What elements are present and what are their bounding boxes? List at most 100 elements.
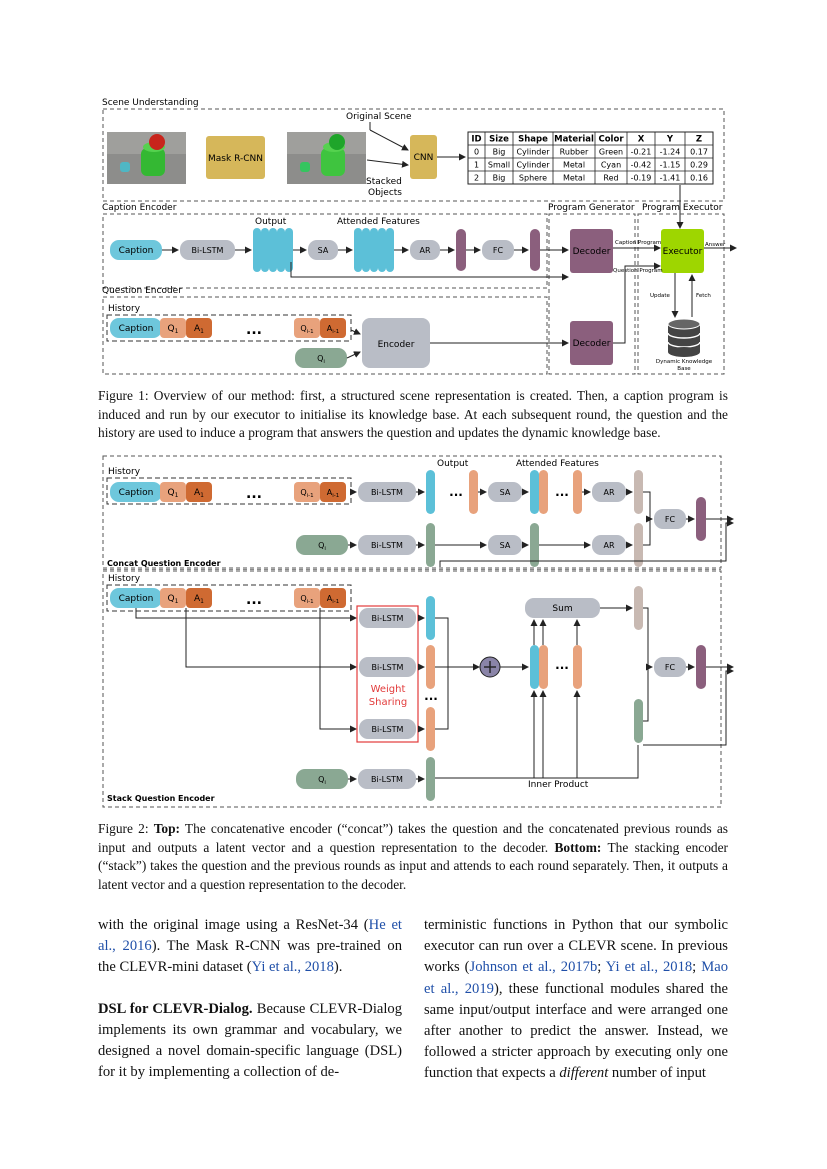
stack-title: Stack Question Encoder — [107, 794, 215, 803]
stack-attended-caption — [530, 645, 539, 689]
qi-1-label: Qi-1 — [300, 324, 313, 335]
cnn-label: CNN — [414, 153, 434, 163]
concat-ai-1-label: Ai-1 — [327, 488, 340, 499]
scene-table-cell: -0.21 — [631, 148, 652, 157]
section-question-encoder: Question Encoder — [102, 286, 182, 296]
citation-he-2016[interactable]: He et al., 2016 — [98, 917, 402, 955]
update-label: Update — [650, 293, 671, 299]
stack-output-round-1 — [426, 645, 435, 689]
fc-box — [482, 240, 514, 260]
left-column: with the original image using a ResNet-3… — [98, 915, 402, 1083]
scene-table-cell: Cylinder — [516, 148, 550, 157]
scene-table-header: X — [638, 135, 645, 145]
stack-fc-label: FC — [665, 663, 676, 672]
citation-mao-2019[interactable]: Mao et al., 2019 — [424, 959, 728, 997]
concat-sa-1 — [488, 482, 522, 502]
history-caption-pill — [110, 318, 162, 338]
citation-yi-2018[interactable]: Yi et al., 2018 — [251, 959, 334, 976]
scene-table-cell: Green — [599, 148, 623, 157]
left-paragraph-1: with the original image using a ResNet-3… — [98, 915, 402, 979]
figure-2: History Caption Q1 A1 ... Qi-1 Ai-1 Bi-L… — [102, 455, 734, 808]
stack-attended-ellipsis: ... — [555, 658, 569, 672]
encoder-box — [362, 318, 430, 368]
concat-attended-q1-bar — [539, 470, 548, 514]
figure-1-caption: Figure 1: Overview of our method: first,… — [98, 388, 728, 441]
concat-attended-label: Attended Features — [516, 459, 599, 469]
plus-icon — [479, 656, 501, 678]
ar-box — [410, 240, 440, 260]
scene-table-cell: Metal — [563, 161, 585, 170]
concat-output-round-bar — [469, 470, 478, 514]
dsl-heading: DSL for CLEVR-Dialog. — [98, 1000, 253, 1017]
concat-fc — [654, 509, 686, 529]
right-b: ; — [597, 959, 606, 976]
concat-qi-label: Qi — [318, 541, 326, 552]
concat-history-label: History — [108, 467, 141, 477]
citation-johnson-2017b[interactable]: Johnson et al., 2017b — [469, 959, 598, 976]
stack-q1-label: Q1 — [168, 594, 179, 605]
stack-ellipsis: ... — [246, 592, 262, 608]
bilstm-box — [180, 240, 235, 260]
concat-ar-1 — [592, 482, 626, 502]
stack-bilstm-1 — [359, 608, 416, 628]
answer-label: Answer — [705, 242, 726, 248]
right-e: number of input — [608, 1065, 706, 1082]
concat-a1-label: A1 — [194, 488, 204, 499]
caption-label: Caption — [119, 246, 154, 256]
section-program-generator: Program Generator — [548, 203, 635, 213]
stack-q1 — [160, 588, 186, 608]
history-box — [106, 314, 352, 342]
cnn-box — [410, 135, 437, 179]
left-p1-c: ). — [333, 959, 343, 976]
concat-ar-output — [634, 470, 643, 514]
kb-label-2: Base — [677, 366, 691, 372]
history-ellipsis: ... — [246, 322, 262, 338]
left-p1-a: with the original image using a ResNet-3… — [98, 917, 369, 933]
output-bar — [269, 228, 277, 272]
right-a: terministic functions in Python that our… — [424, 917, 728, 976]
database-icon — [667, 318, 701, 357]
scene-table-cell: Rubber — [560, 148, 589, 157]
left-paragraph-2: DSL for CLEVR-Dialog. Because CLEVR-Dial… — [98, 999, 402, 1084]
figure-1: Scene Understanding Mask R-CNN Original … — [102, 98, 737, 375]
concat-output-caption-bar — [426, 470, 435, 514]
scene-understanding-box — [102, 108, 725, 202]
stack-history-label: History — [108, 574, 141, 584]
stack-qi-1-label: Qi-1 — [300, 594, 313, 605]
stack-a1 — [186, 588, 212, 608]
scene-table-cell: Small — [488, 161, 510, 170]
right-column: terministic functions in Python that our… — [424, 915, 728, 1085]
ar-output-vector — [456, 229, 466, 271]
qi-label: Qi — [317, 354, 325, 365]
citation-yi-2018-b[interactable]: Yi et al., 2018 — [605, 959, 693, 976]
stack-bilstm-2-label: Bi-LSTM — [372, 663, 404, 672]
sa-box — [308, 240, 338, 260]
concat-sa-2 — [488, 535, 522, 555]
ai-1-label: Ai-1 — [327, 324, 340, 335]
stack-output-round-n — [426, 707, 435, 751]
stack-fc — [654, 657, 686, 677]
attended-features-label: Attended Features — [337, 217, 420, 227]
weight-sharing-frame — [356, 605, 419, 743]
concat-qi-pill — [296, 535, 348, 555]
stack-attended-q1 — [539, 645, 548, 689]
scene-table-header: Y — [666, 135, 674, 145]
section-program-executor: Program Executor — [642, 203, 723, 213]
ai-1-box — [320, 318, 346, 338]
figure-2-caption-top-label: Top: — [153, 821, 181, 836]
stack-qi-label: Qi — [318, 775, 326, 786]
kb-label-1: Dynamic Knowledge — [656, 359, 713, 365]
concat-bilstm-2-label: Bi-LSTM — [371, 541, 403, 550]
scene-table-cell: 0.16 — [690, 174, 708, 183]
q1-box — [160, 318, 186, 338]
original-scene-label: Original Scene — [346, 112, 412, 122]
scene-table-header: Color — [598, 135, 624, 145]
stack-question-vector — [634, 699, 643, 743]
stack-output-ellipsis: ... — [424, 689, 438, 703]
right-d: ), these functional modules shared the s… — [424, 980, 728, 1082]
concat-ar-2 — [592, 535, 626, 555]
sum-box — [525, 598, 600, 618]
stack-caption-label: Caption — [119, 594, 154, 604]
concat-encoder-box — [102, 455, 722, 569]
